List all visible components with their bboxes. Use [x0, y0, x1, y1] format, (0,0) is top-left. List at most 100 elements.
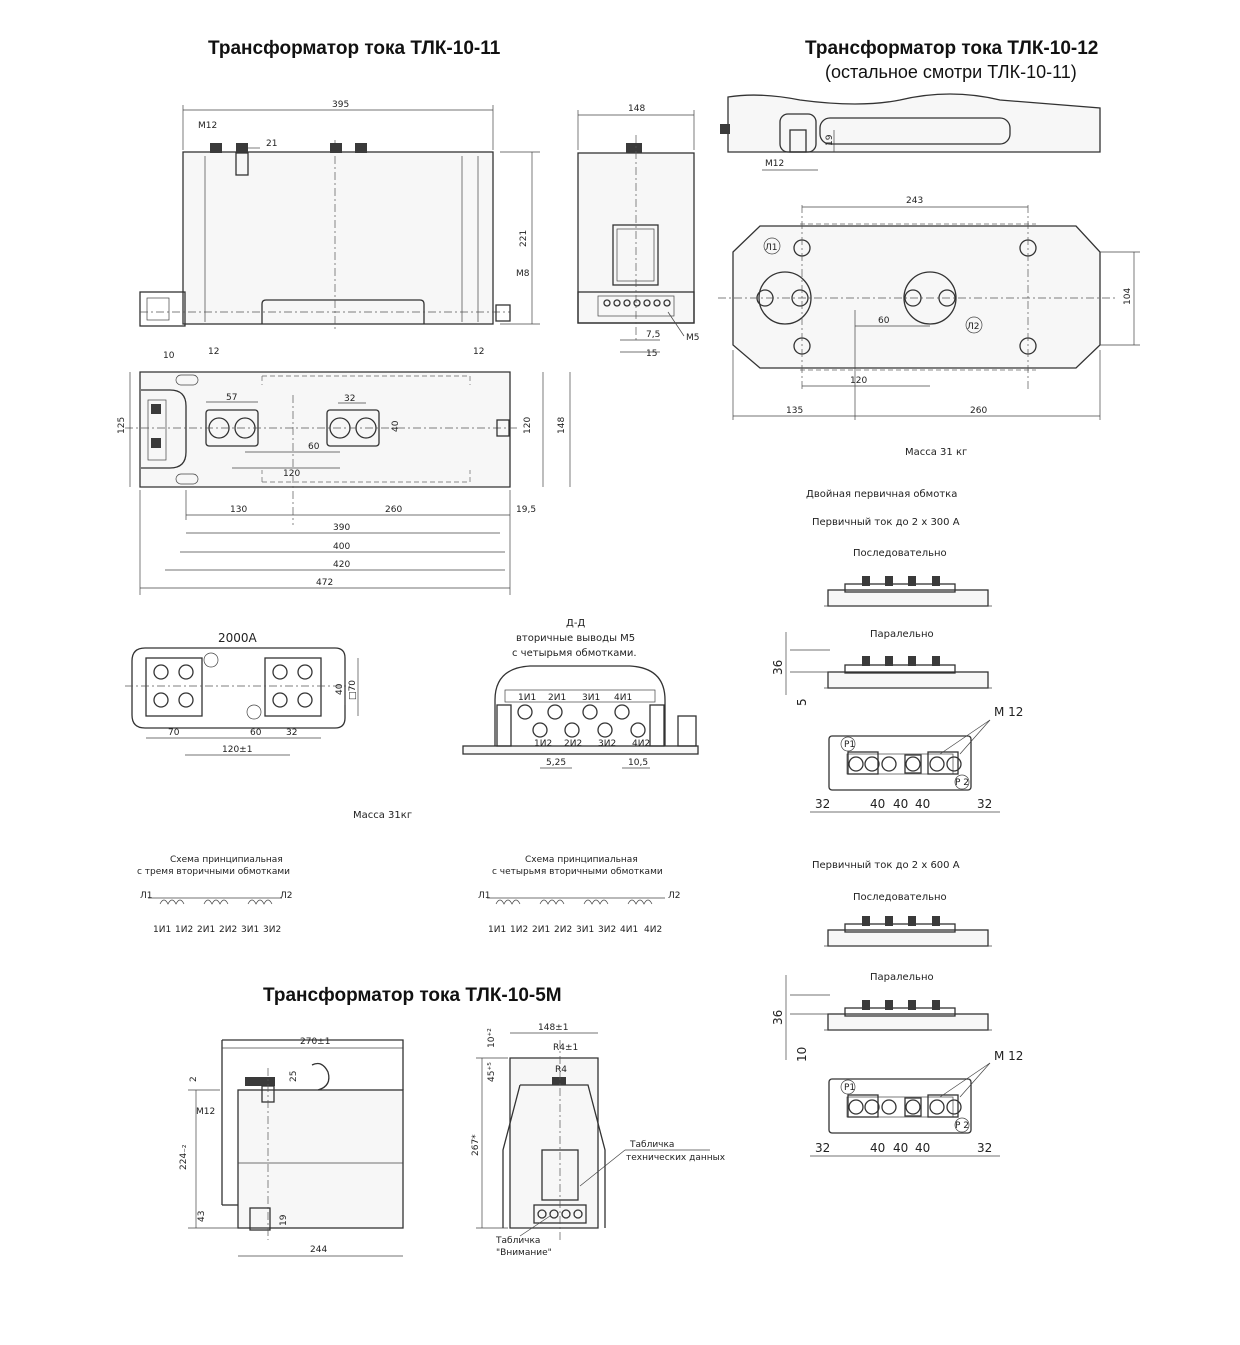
dim-19-5: 19,5 — [516, 505, 536, 515]
plate1-line2: технических данных — [626, 1153, 726, 1163]
scheme3-term-4: 3И1 — [241, 925, 259, 935]
dim-60-variant: 60 — [250, 728, 262, 738]
scheme3-term-0: 1И1 — [153, 925, 171, 935]
plate2-sp-1: 40 — [870, 1141, 885, 1155]
section-term-1i2: 1И2 — [534, 739, 552, 749]
dim-r4: R4 — [555, 1065, 567, 1075]
dim-148pm1: 148±1 — [538, 1023, 568, 1033]
dim-10-5: 10,5 — [628, 758, 648, 768]
dim-267: 267* — [471, 1134, 481, 1156]
series-label-2: Последовательно — [853, 892, 947, 903]
dim-260-1012: 260 — [970, 406, 987, 416]
dim-sq70: □70 — [348, 680, 358, 700]
dim-120v: 120 — [523, 417, 533, 434]
label-m12: M12 — [198, 121, 217, 131]
dim-57: 57 — [226, 393, 237, 403]
plate1-sp-4: 32 — [977, 797, 992, 811]
scheme3-line1: Схема принципиальная — [170, 855, 283, 865]
dim-120-1012: 120 — [850, 376, 867, 386]
label-m12-5m: M12 — [196, 1107, 215, 1117]
dim-221: 221 — [519, 230, 529, 247]
scheme-three-windings: Схема принципиальная с тремя вторичными … — [137, 855, 293, 935]
mass-tlk1012: Масса 31 кг — [905, 447, 967, 458]
section-term-2i1: 2И1 — [548, 693, 566, 703]
plate2-line1: Табличка — [495, 1236, 540, 1246]
dim-243: 243 — [906, 196, 923, 206]
plate2-sp-3: 40 — [915, 1141, 930, 1155]
title-tlk-10-11: Трансформатор тока ТЛК-10-11 — [208, 38, 501, 59]
plate1-p2: Р 2 — [955, 778, 969, 788]
dim-125: 125 — [117, 417, 127, 434]
scheme3-line2: с тремя вторичными обмотками — [137, 867, 290, 877]
scheme4-term-7: 4И2 — [644, 925, 662, 935]
dim-12b: 12 — [473, 347, 484, 357]
scheme3-l2: Л2 — [280, 891, 293, 901]
dim-472: 472 — [316, 578, 333, 588]
dim-135: 135 — [786, 406, 803, 416]
dim-130: 130 — [230, 505, 247, 515]
dim-36-a: 36 — [771, 660, 785, 675]
plate2-sp-2: 40 — [893, 1141, 908, 1155]
section-term-3i2: 3И2 — [598, 739, 616, 749]
plate2-line2: "Внимание" — [496, 1248, 552, 1258]
scheme3-term-2: 2И1 — [197, 925, 215, 935]
label-m12-plate1: М 12 — [994, 705, 1023, 719]
scheme4-term-4: 3И1 — [576, 925, 594, 935]
scheme-four-windings: Схема принципиальная с четырьмя вторичны… — [478, 855, 681, 935]
label-m5: M5 — [686, 333, 700, 343]
dim-120: 120 — [283, 469, 300, 479]
scheme4-term-6: 4И1 — [620, 925, 638, 935]
scheme4-term-2: 2И1 — [532, 925, 550, 935]
scheme4-term-0: 1И1 — [488, 925, 506, 935]
current-300-label: Первичный ток до 2 х 300 А — [812, 517, 960, 528]
dim-148-side: 148 — [628, 104, 645, 114]
parallel-label-1: Паралельно — [870, 629, 934, 640]
section-line1: вторичные выводы М5 — [516, 633, 635, 644]
tlk1011-front-view: 395 M12 21 221 M8 — [139, 100, 540, 330]
tlk1011-side-view: 148 M5 7,5 15 — [577, 104, 700, 359]
dim-7-5: 7,5 — [646, 330, 660, 340]
series-label-1: Последовательно — [853, 548, 947, 559]
dim-15: 15 — [646, 349, 657, 359]
scheme3-term-3: 2И2 — [219, 925, 237, 935]
dim-420: 420 — [333, 560, 350, 570]
plate1-sp-2: 40 — [893, 797, 908, 811]
dim-10: 10 — [163, 351, 175, 361]
dim-104: 104 — [1123, 288, 1133, 305]
tlk105m-side-view: 148±1 R4±1 R4 10⁺² 45⁺⁵ 267* Табличка те… — [471, 1023, 726, 1258]
scheme4-line2: с четырьмя вторичными обмотками — [492, 867, 663, 877]
mass-tlk1011: Масса 31кг — [353, 810, 412, 821]
section-term-4i2: 4И2 — [632, 739, 650, 749]
dim-70: 70 — [168, 728, 180, 738]
label-m8: M8 — [516, 269, 530, 279]
dim-260: 260 — [385, 505, 402, 515]
plate1-sp-0: 32 — [815, 797, 830, 811]
section-term-2i2: 2И2 — [564, 739, 582, 749]
dim-5-25: 5,25 — [546, 758, 566, 768]
label-m12-1012: M12 — [765, 159, 784, 169]
tlk1011-plan-view: 10 12 12 125 57 32 40 60 120 120 148 130… — [117, 347, 571, 595]
parallel-600-terminal: 36 10 — [771, 975, 992, 1062]
series-600-terminal — [824, 916, 992, 947]
dim-400: 400 — [333, 542, 350, 552]
scheme4-l1: Л1 — [478, 891, 491, 901]
section-d-d: Д-Д вторичные выводы М5 с четырьмя обмот… — [462, 618, 699, 769]
scheme4-term-1: 1И2 — [510, 925, 528, 935]
dim-60-1012: 60 — [878, 316, 890, 326]
title-tlk-10-5m: Трансформатор тока ТЛК-10-5М — [263, 985, 562, 1006]
mark-l2: Л2 — [967, 322, 980, 332]
section-line2: с четырьмя обмотками. — [512, 648, 637, 659]
dim-36-b: 36 — [771, 1010, 785, 1025]
label-m12-plate2: М 12 — [994, 1049, 1023, 1063]
dim-244: 244 — [310, 1245, 327, 1255]
section-term-3i1: 3И1 — [582, 693, 600, 703]
plate2-sp-4: 32 — [977, 1141, 992, 1155]
series-300-terminal — [824, 576, 992, 607]
dim-5: 5 — [795, 698, 809, 706]
dim-32-variant: 32 — [286, 728, 297, 738]
dim-2: 2 — [189, 1076, 199, 1082]
section-term-1i1: 1И1 — [518, 693, 536, 703]
plate2-p1: Р1 — [844, 1083, 855, 1093]
scheme4-l2: Л2 — [668, 891, 681, 901]
